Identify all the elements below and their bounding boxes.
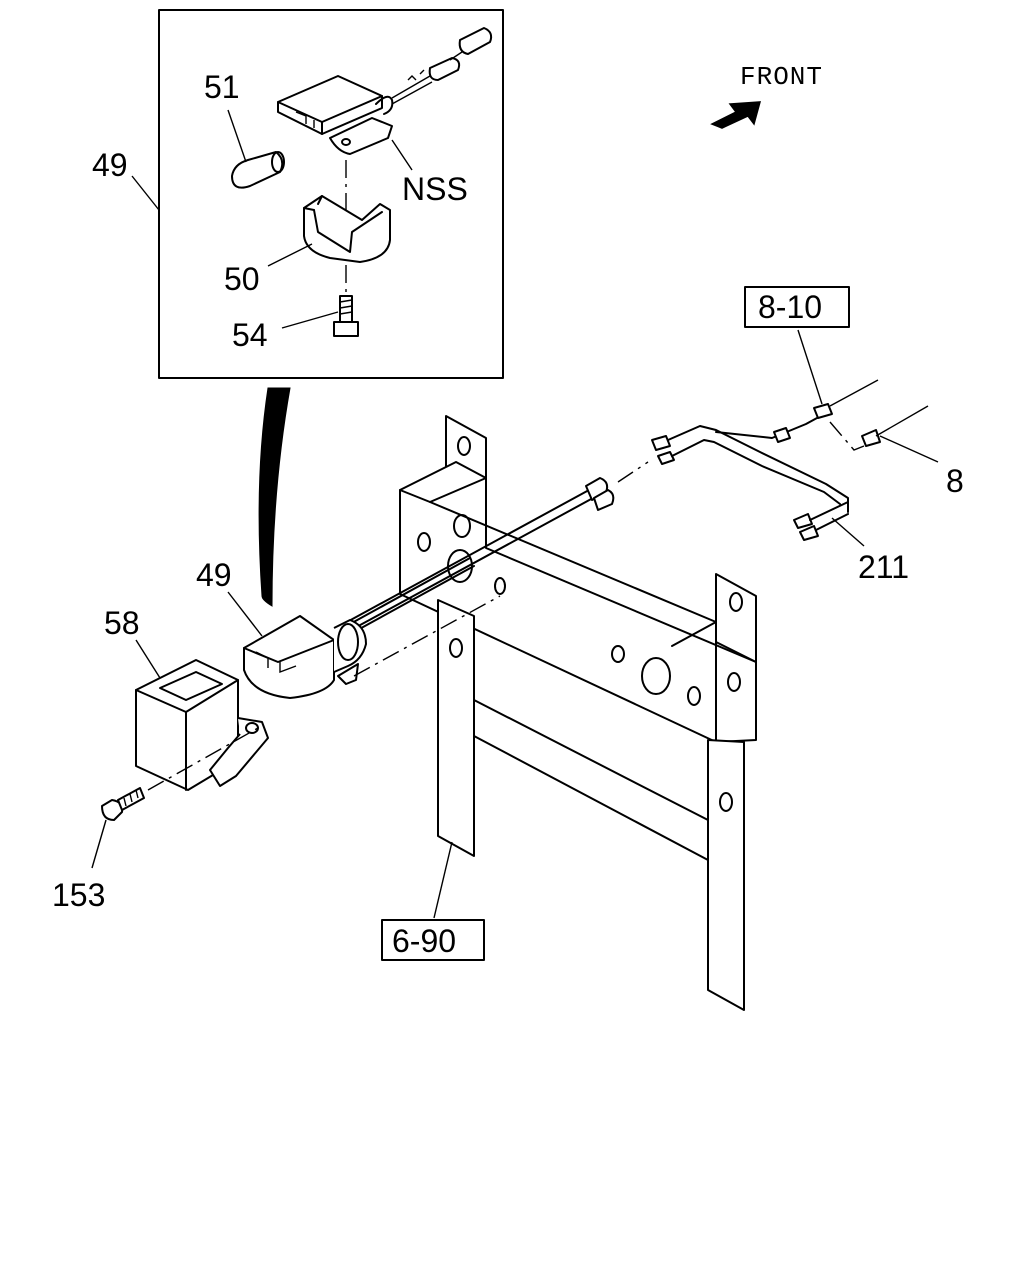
callout-153: 153 [52,877,105,913]
leader-8 [879,435,939,463]
reference-8-10[interactable]: 8-10 [744,286,850,328]
leader-58 [135,639,161,679]
leader-211 [831,517,865,547]
inset-frame [158,9,504,379]
callout-50: 50 [224,261,260,297]
inset-pointer [258,387,291,607]
screw-part [333,295,359,337]
callout-49-inset: 49 [92,147,128,183]
leader-8-10 [797,329,823,405]
lamp-socket-part [277,27,493,155]
callout-211: 211 [858,549,909,585]
callout-49-main: 49 [196,557,232,593]
reference-6-90[interactable]: 6-90 [381,919,485,961]
front-label: FRONT [740,62,823,92]
callout-nss: NSS [402,171,468,207]
lamp-guard [135,659,269,791]
lamp-assembly [243,595,501,699]
reference-box-frame [381,919,485,961]
bulb-part [231,151,285,189]
reference-8-10-label: 8-10 [758,289,822,325]
leader-49-inset [131,175,160,211]
inset-detail: 51 NSS 50 54 [158,9,504,379]
callout-58: 58 [104,605,140,641]
arrow-icon [710,101,762,129]
reference-box-frame [744,286,850,328]
leader-6-90 [433,841,453,919]
callout-51: 51 [204,69,240,105]
leader-49-main [227,591,263,637]
reference-6-90-label: 6-90 [392,923,456,959]
front-indicator: FRONT [710,62,823,129]
wire-harness [335,379,929,637]
callout-54: 54 [232,317,268,353]
leader-153 [91,819,107,869]
lens-cover-part [303,195,391,263]
bolt-part [101,787,145,821]
callout-8: 8 [946,463,964,499]
frame-bracket [399,415,757,1011]
